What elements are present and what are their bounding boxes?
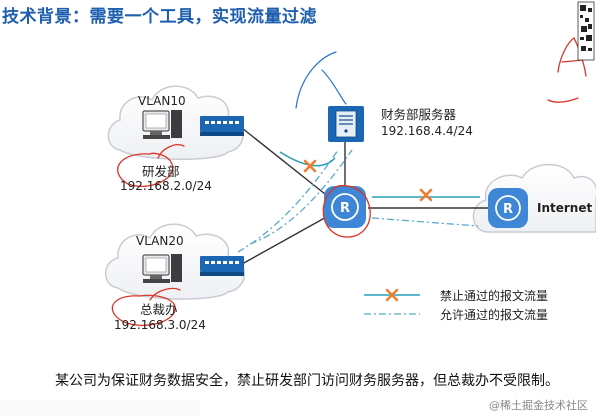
switch-icon-vlan20	[200, 256, 244, 276]
internet-label: Internet	[537, 201, 593, 215]
server-ip-label: 192.168.4.4/24	[381, 124, 473, 138]
allowed-flow-3	[371, 217, 479, 227]
blocked-cross-icon-internet	[419, 188, 433, 202]
pc-icon-vlan20	[142, 254, 182, 283]
server-icon	[328, 106, 364, 142]
vlan10-subnet-label: 192.168.2.0/24	[120, 179, 212, 193]
pc-icon-vlan10	[142, 110, 182, 139]
link-switch10-router	[241, 127, 331, 199]
server-name-label: 财务部服务器	[381, 107, 457, 122]
vlan20-dept-label: 总裁办	[140, 302, 178, 317]
vlan10-dept-label: 研发部	[142, 164, 180, 179]
router-icon-edge: R	[488, 188, 528, 228]
blocked-cross-icon	[303, 159, 317, 173]
qr-code-icon	[577, 1, 595, 61]
handwritten-annotation-blue	[295, 51, 347, 109]
vlan10-label: VLAN10	[138, 94, 186, 108]
vlan20-subnet-label: 192.168.3.0/24	[114, 318, 206, 332]
router-icon-core: R	[324, 186, 366, 228]
switch-icon-vlan10	[200, 116, 244, 136]
allowed-flow-1	[237, 149, 339, 253]
blocked-flow-rd-server	[279, 151, 336, 167]
handwritten-annotations	[111, 37, 587, 327]
slide-title: 技术背景：需要一个工具，实现流量过滤	[2, 7, 317, 27]
link-switch20-router	[241, 214, 331, 265]
watermark: @稀土掘金技术社区	[489, 399, 588, 412]
slide-caption: 某公司为保证财务数据安全，禁止研发部门访问财务服务器，但总裁办不受限制。	[55, 373, 559, 389]
bottom-strip	[0, 400, 200, 416]
router-glyph-edge: R	[503, 202, 513, 217]
legend-blocked-label: 禁止通过的报文流量	[440, 289, 549, 303]
legend-cross-icon	[385, 288, 399, 302]
legend-allowed-label: 允许通过的报文流量	[440, 308, 549, 322]
router-glyph: R	[340, 201, 350, 216]
vlan20-label: VLAN20	[136, 234, 184, 248]
allowed-flow-2	[249, 149, 353, 245]
legend	[364, 288, 420, 315]
